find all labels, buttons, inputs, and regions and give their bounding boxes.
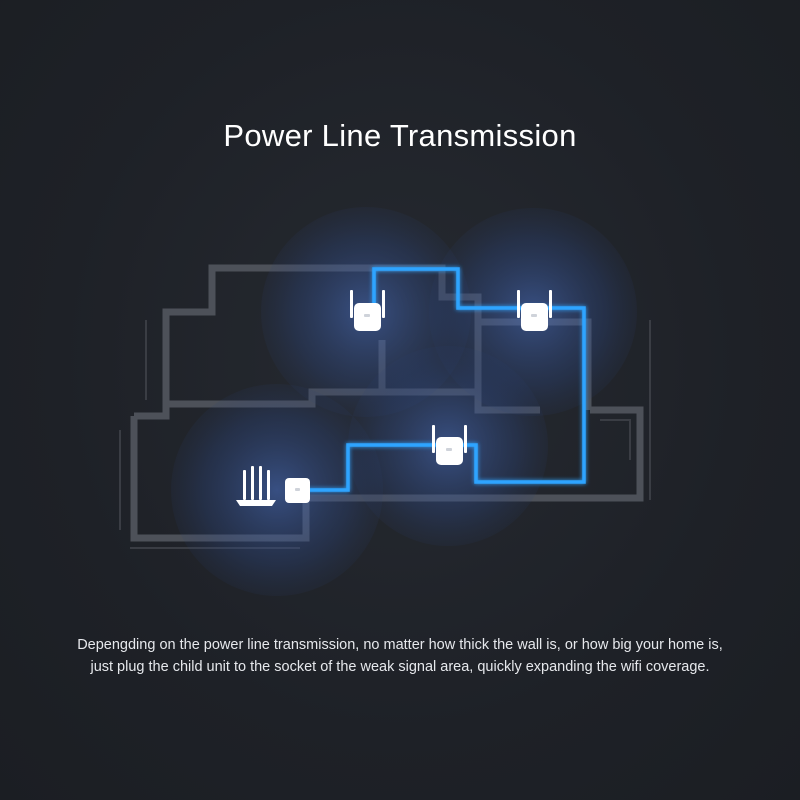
description-line-1: Depengding on the power line transmissio…: [77, 637, 723, 653]
extender-icon: [432, 425, 467, 465]
power-line-cable: [300, 267, 586, 492]
description-line-2: just plug the child unit to the socket o…: [90, 659, 710, 675]
description-text: Depengding on the power line transmissio…: [0, 634, 800, 678]
main-unit-icon: [285, 478, 310, 503]
coverage-circle-4: [171, 384, 383, 596]
page-title: Power Line Transmission: [223, 118, 577, 153]
router-icon: [236, 466, 276, 506]
extender-icon: [517, 290, 552, 331]
extender-icon: [350, 290, 385, 331]
